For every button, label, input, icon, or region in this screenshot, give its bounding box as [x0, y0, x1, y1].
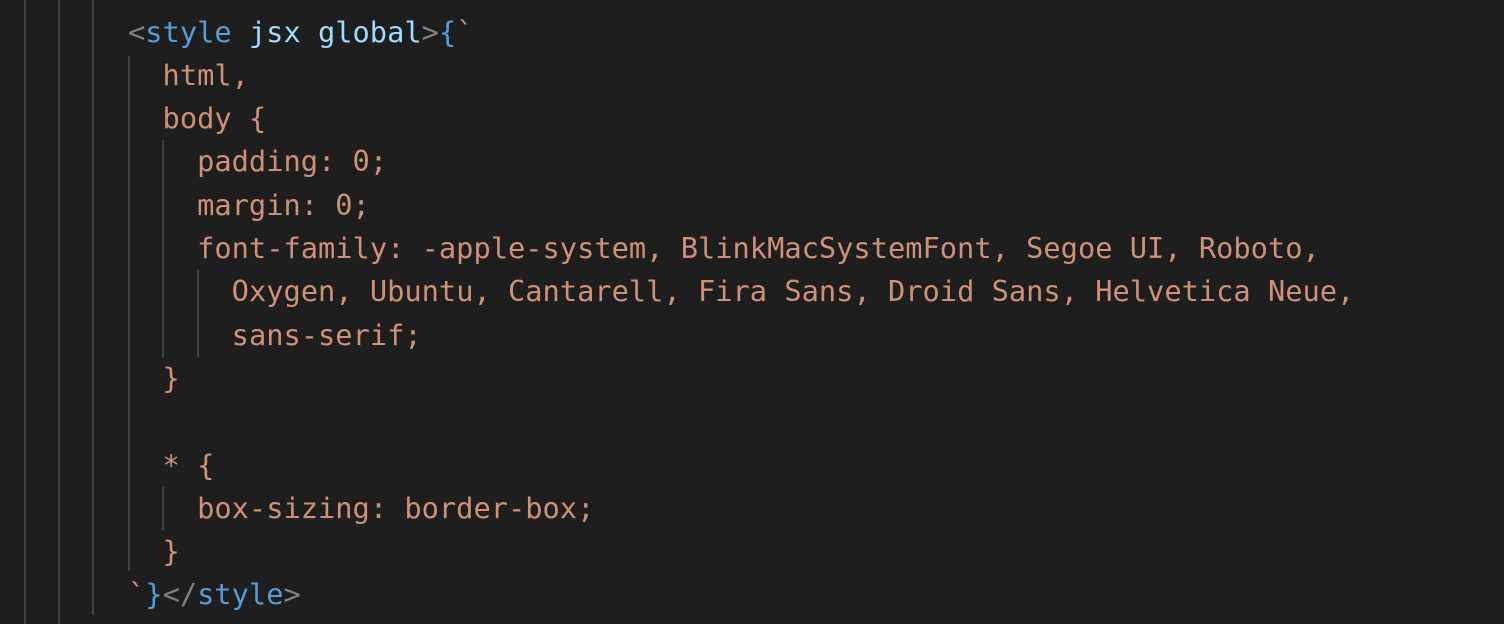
indent-guide: [162, 487, 164, 530]
code-line[interactable]: box-sizing: border-box;: [197, 487, 594, 530]
code-line[interactable]: html,: [163, 54, 249, 97]
code-token-string: sans-serif;: [231, 317, 422, 352]
code-token-string: padding: 0;: [197, 144, 388, 179]
code-token-punct: </: [162, 577, 198, 612]
code-token-string: html,: [162, 57, 249, 92]
code-token-string: font-family: -apple-system, BlinkMacSyst…: [197, 231, 1320, 265]
code-line[interactable]: }: [163, 357, 180, 400]
code-token-string: body {: [162, 101, 267, 136]
code-line[interactable]: `}</style>: [128, 573, 301, 616]
code-token-string: * {: [162, 447, 215, 482]
code-token-string: `: [128, 577, 146, 612]
code-token-brace: }: [145, 577, 163, 612]
code-token-attr: jsx global: [231, 14, 422, 49]
indent-guide: [128, 56, 130, 571]
code-token-punct: >: [283, 577, 301, 612]
code-line[interactable]: padding: 0;: [197, 140, 387, 183]
indent-guide: [162, 140, 164, 358]
code-line[interactable]: sans-serif;: [232, 314, 422, 357]
code-token-string: }: [162, 534, 180, 569]
code-line[interactable]: Oxygen, Ubuntu, Cantarell, Fira Sans, Dr…: [232, 270, 1355, 313]
code-line[interactable]: margin: 0;: [197, 184, 370, 227]
code-token-punct: <: [128, 14, 146, 49]
code-token-string: Oxygen, Ubuntu, Cantarell, Fira Sans, Dr…: [231, 274, 1355, 309]
code-line[interactable]: font-family: -apple-system, BlinkMacSyst…: [197, 227, 1320, 270]
indent-guide: [92, 0, 94, 615]
code-line[interactable]: body {: [163, 97, 267, 140]
code-token-string: margin: 0;: [197, 187, 370, 222]
indent-guide: [24, 0, 26, 624]
code-token-tag: style: [197, 577, 284, 612]
code-token-brace: {: [438, 14, 457, 49]
code-line[interactable]: * {: [163, 444, 215, 487]
code-token-string: `: [456, 14, 474, 49]
code-line[interactable]: <style jsx global>{`: [128, 11, 473, 54]
indent-guide: [58, 0, 60, 624]
code-token-punct: >: [421, 14, 439, 49]
code-line[interactable]: }: [163, 530, 180, 573]
code-token-string: box-sizing: border-box;: [197, 490, 595, 525]
indent-guide: [197, 270, 199, 358]
code-token-tag: style: [145, 14, 232, 49]
code-token-string: }: [162, 360, 180, 395]
